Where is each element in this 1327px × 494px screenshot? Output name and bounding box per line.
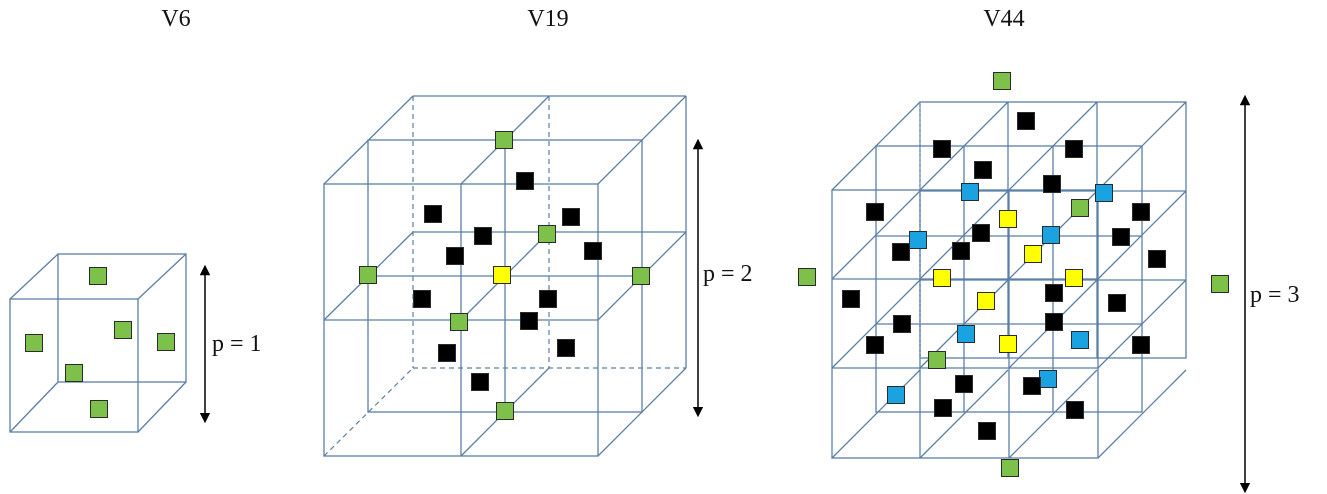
v44-blue-point-14 <box>1042 226 1060 244</box>
v19-black-point-17 <box>557 339 575 357</box>
v44-blue-point-37 <box>1039 370 1057 388</box>
title-v44: V44 <box>983 6 1024 32</box>
cube-v19-stencil-points <box>359 131 650 420</box>
v19-green-point-14 <box>450 313 468 331</box>
cube-v6-stencil-points <box>25 267 175 418</box>
p-label-v19: p = 2 <box>703 261 753 287</box>
v44-black-point-41 <box>934 399 952 417</box>
v6-green-point-1 <box>89 267 107 285</box>
v19-green-point-11 <box>632 267 650 285</box>
v44-black-point-29 <box>893 315 911 333</box>
v19-black-point-8 <box>584 242 602 260</box>
v19-black-point-18 <box>471 373 489 391</box>
cube-v6-front-face <box>9 298 139 433</box>
v44-green-point-36 <box>928 351 946 369</box>
v44-yellow-point-23 <box>1065 269 1083 287</box>
v19-black-point-3 <box>424 205 442 223</box>
v44-black-point-25 <box>842 290 860 308</box>
cube-v44-stencil-points <box>798 72 1229 477</box>
v44-green-point-24 <box>1211 275 1229 293</box>
v6-green-point-4 <box>157 333 175 351</box>
v44-green-point-11 <box>1071 199 1089 217</box>
v44-blue-point-6 <box>961 183 979 201</box>
v19-green-point-9 <box>359 266 377 284</box>
v44-green-point-1 <box>993 72 1011 90</box>
cube-v6 <box>9 253 187 433</box>
v44-yellow-point-22 <box>933 269 951 287</box>
v44-black-point-5 <box>974 161 992 179</box>
v44-blue-point-8 <box>1095 184 1113 202</box>
v19-black-point-7 <box>446 247 464 265</box>
v44-black-point-43 <box>978 422 996 440</box>
v44-black-point-4 <box>1065 140 1083 158</box>
cube-v44 <box>831 101 1187 459</box>
v19-green-point-19 <box>496 402 514 420</box>
v44-black-point-39 <box>1023 377 1041 395</box>
v44-black-point-18 <box>952 242 970 260</box>
title-v19: V19 <box>527 6 568 32</box>
cube-v6-back-face <box>57 253 187 383</box>
v44-black-point-12 <box>1132 203 1150 221</box>
v19-black-point-13 <box>539 290 557 308</box>
v44-black-point-13 <box>972 224 990 242</box>
v44-yellow-point-10 <box>999 210 1017 228</box>
v19-green-point-1 <box>495 131 513 149</box>
v19-black-point-4 <box>562 208 580 226</box>
v6-green-point-2 <box>25 334 43 352</box>
v19-black-point-15 <box>520 312 538 330</box>
v44-green-point-44 <box>1001 459 1019 477</box>
v44-black-point-38 <box>955 375 973 393</box>
v6-green-point-5 <box>65 364 83 382</box>
p-label-v6: p = 1 <box>212 331 262 357</box>
v44-black-point-28 <box>1108 294 1126 312</box>
v44-black-point-17 <box>892 243 910 261</box>
v44-blue-point-16 <box>909 231 927 249</box>
v44-black-point-2 <box>1017 112 1035 130</box>
v6-green-point-6 <box>90 400 108 418</box>
v19-black-point-16 <box>438 344 456 362</box>
v44-black-point-9 <box>866 203 884 221</box>
v44-black-point-3 <box>933 140 951 158</box>
p-label-v44: p = 3 <box>1250 282 1300 308</box>
v44-yellow-point-33 <box>999 335 1017 353</box>
v44-blue-point-31 <box>957 325 975 343</box>
cube-v19 <box>323 95 687 457</box>
v44-yellow-point-26 <box>977 292 995 310</box>
v44-blue-point-34 <box>1071 331 1089 349</box>
v44-black-point-42 <box>1066 401 1084 419</box>
v44-black-point-7 <box>1043 175 1061 193</box>
v44-black-point-20 <box>1148 250 1166 268</box>
v44-blue-point-40 <box>887 386 905 404</box>
title-v6: V6 <box>161 6 190 32</box>
v44-black-point-30 <box>1045 313 1063 331</box>
v44-black-point-32 <box>866 336 884 354</box>
v44-black-point-27 <box>1045 284 1063 302</box>
v19-yellow-point-10 <box>493 266 511 284</box>
v6-green-point-3 <box>114 321 132 339</box>
v44-black-point-15 <box>1112 228 1130 246</box>
v44-yellow-point-19 <box>1024 245 1042 263</box>
v44-black-point-35 <box>1132 336 1150 354</box>
v44-green-point-21 <box>798 268 816 286</box>
v19-green-point-5 <box>538 225 556 243</box>
v19-black-point-6 <box>474 227 492 245</box>
v19-black-point-12 <box>413 290 431 308</box>
v19-black-point-2 <box>516 172 534 190</box>
